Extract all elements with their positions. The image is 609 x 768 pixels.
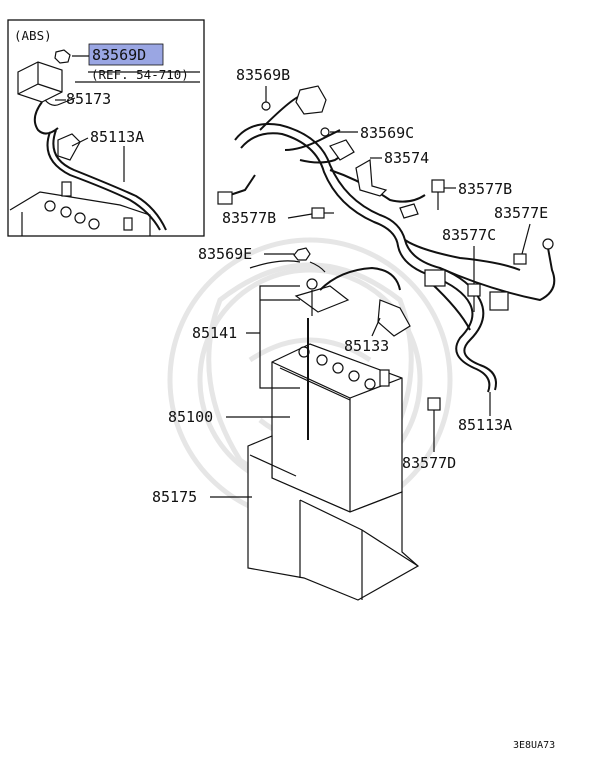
battery-85100	[271, 318, 403, 513]
label-85175[interactable]: 85175	[152, 488, 197, 506]
connector-83569B-icon	[295, 85, 327, 115]
highlight-box[interactable]	[88, 43, 164, 66]
inset-title: (ABS)	[14, 28, 52, 43]
bracket-83574-icon	[355, 159, 388, 197]
inset-battery-caps	[44, 181, 133, 231]
abs-inset: (ABS) 83569D (REF. 54-710) 85173 85113A	[7, 19, 205, 237]
label-83569C[interactable]: 83569C	[360, 124, 414, 142]
highlighted-part-number[interactable]: 83569D	[92, 46, 146, 64]
connector-right-icon	[489, 291, 509, 311]
label-83574[interactable]: 83574	[384, 149, 429, 167]
label-83569B[interactable]: 83569B	[236, 66, 290, 84]
connector-83569C-icon	[329, 139, 355, 161]
relay-connector-icon	[424, 269, 446, 287]
label-83577E[interactable]: 83577E	[494, 204, 548, 222]
connector-left-icon	[217, 191, 233, 205]
label-85133[interactable]: 85133	[344, 337, 389, 355]
nut-83569C-icon	[320, 127, 330, 137]
nut-icon	[54, 49, 71, 64]
ring-terminal-icon	[542, 238, 554, 250]
label-85141[interactable]: 85141	[192, 324, 237, 342]
wiring-harness	[229, 95, 556, 393]
diagram-code: 3E8UA73	[513, 740, 555, 751]
nut-83569B-icon	[261, 101, 271, 111]
label-83577B-right[interactable]: 83577B	[458, 180, 512, 198]
bolt-83577B-left-icon	[311, 207, 325, 219]
fuse-holder-85133-icon	[377, 299, 411, 337]
bolt-83577B-right-icon	[431, 179, 445, 193]
inset-frame	[7, 19, 205, 237]
clip-icon	[399, 203, 419, 219]
label-85113A-inset: 85113A	[90, 128, 144, 146]
connectors	[217, 85, 554, 411]
bolt-83577C-icon	[467, 283, 481, 297]
label-85173: 85173	[66, 90, 111, 108]
reference-note: (REF. 54-710)	[91, 67, 189, 82]
callout-labels: 83569B 83569C 83574 83577B 83577B 83577E…	[152, 66, 548, 506]
terminal-clamp-icon	[57, 133, 81, 161]
bolt-83577E-icon	[513, 253, 527, 265]
tray-body-icon	[247, 435, 420, 601]
label-85113A[interactable]: 85113A	[458, 416, 512, 434]
nut-83569E-icon	[293, 247, 311, 261]
label-85100[interactable]: 85100	[168, 408, 213, 426]
label-83577C[interactable]: 83577C	[442, 226, 496, 244]
label-83577D[interactable]: 83577D	[402, 454, 456, 472]
battery-tray-85175	[247, 435, 420, 601]
bolt-83577D-icon	[427, 397, 441, 411]
abs-module-icon	[17, 61, 63, 103]
label-83569E[interactable]: 83569E	[198, 245, 252, 263]
terminal-clamp-85141	[294, 266, 401, 316]
label-83577B-left[interactable]: 83577B	[222, 209, 276, 227]
